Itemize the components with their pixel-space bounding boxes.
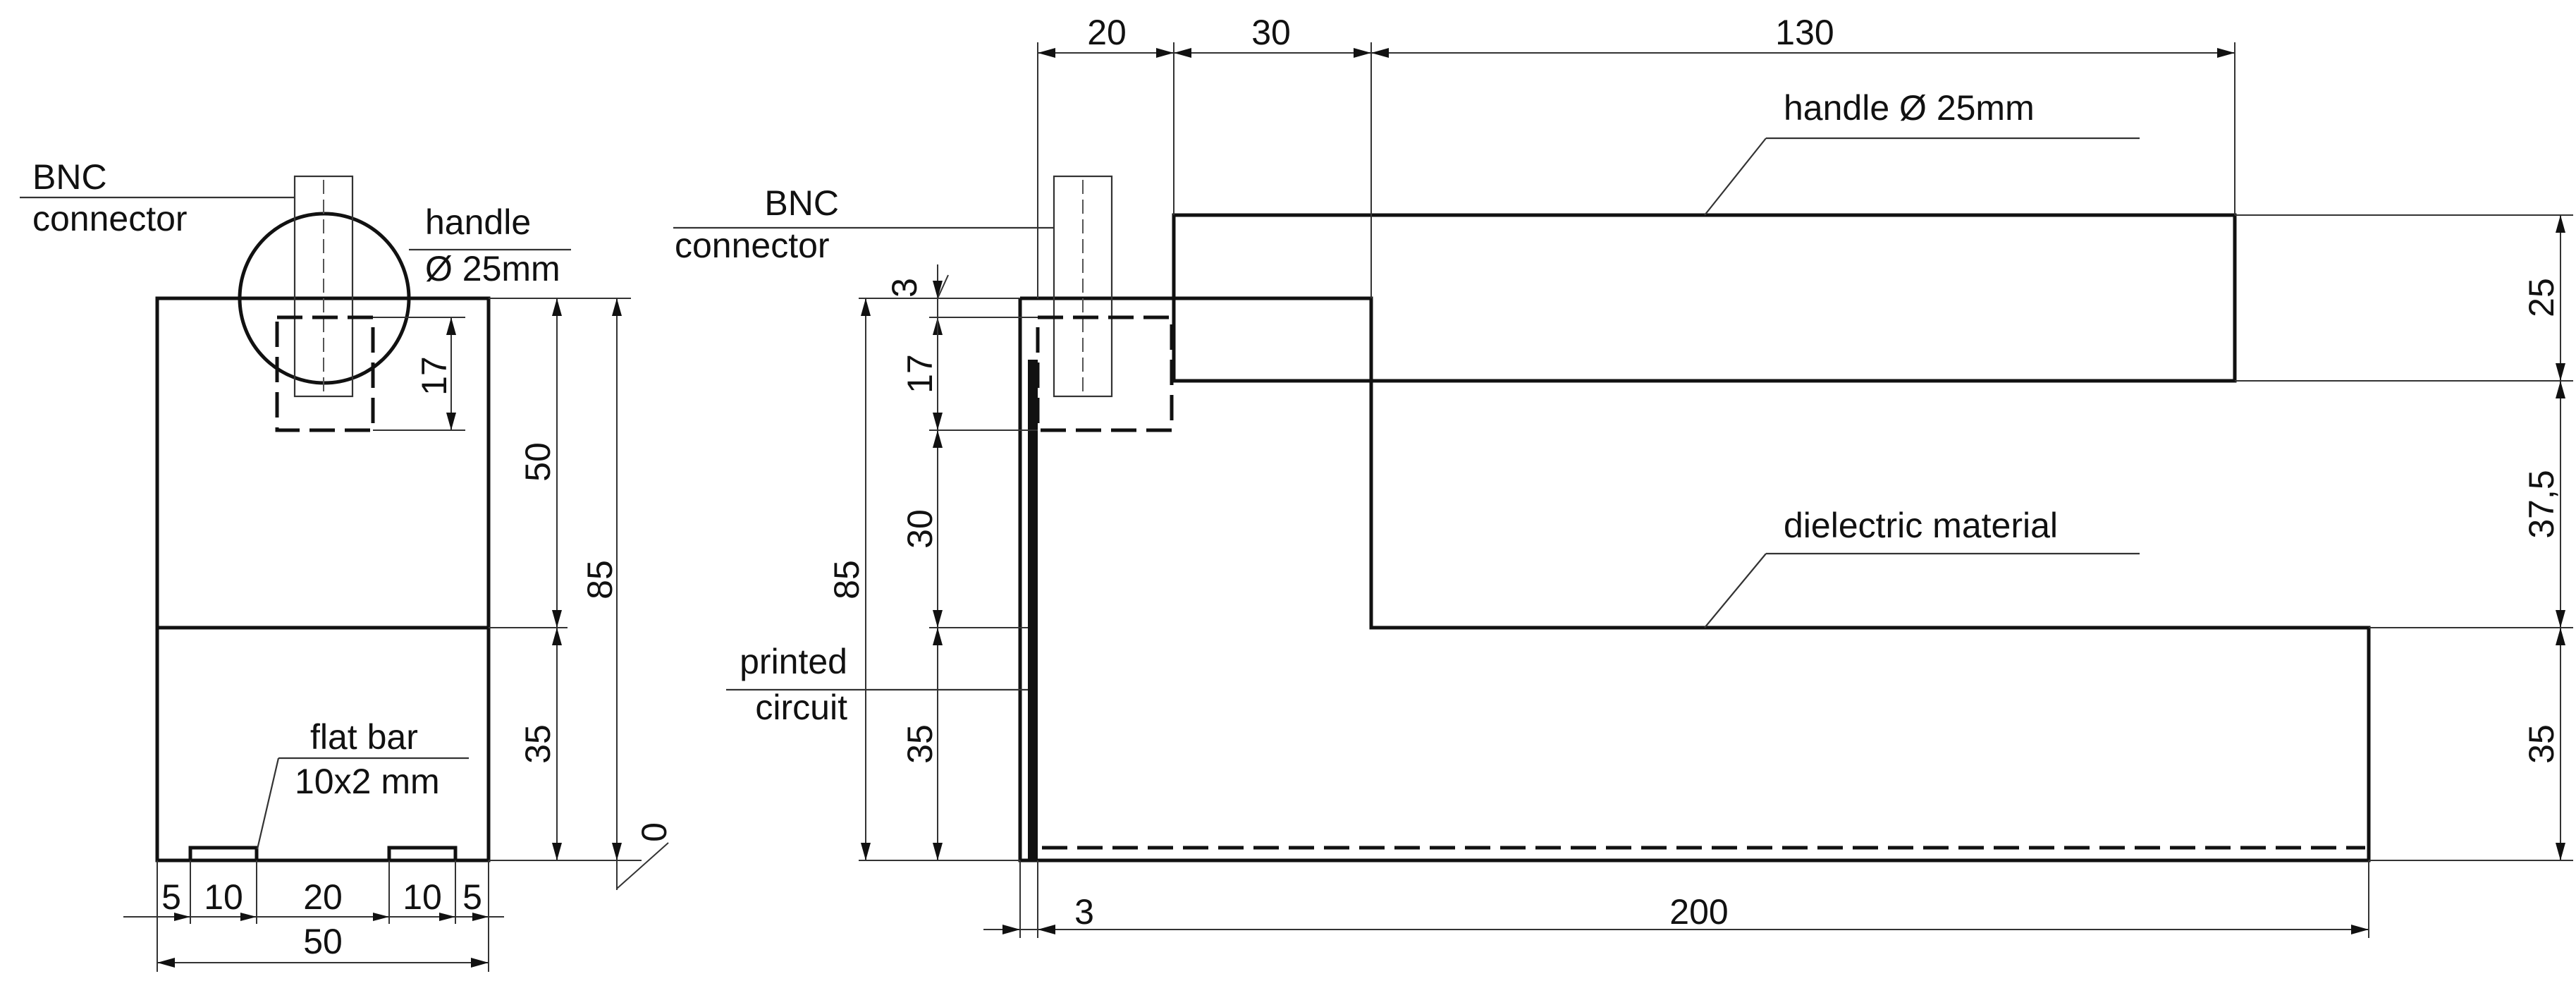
side-flat-bar-label-1: flat bar [310, 717, 418, 757]
side-dim-total-width: 50 [303, 922, 343, 961]
side-dim-17-arrow-top [446, 317, 456, 335]
front-handle-leader-diag [1704, 138, 1767, 216]
front-handle-label: handle Ø 25mm [1784, 88, 2035, 128]
front-dim-30-arrow-bottom [933, 610, 943, 628]
side-total-width-arrow-left [157, 958, 175, 968]
side-dim-17: 17 [415, 356, 454, 396]
front-view: handle Ø 25mm dielectric material BNC co… [673, 13, 2573, 938]
side-handle-label-1: handle [425, 202, 531, 242]
front-dim-30-arrow-top [933, 430, 943, 448]
front-dim-35-left: 35 [900, 724, 940, 764]
side-chain-arrow-4 [439, 913, 455, 921]
front-top-arrow-3 [1174, 48, 1191, 58]
front-pcb-label-2: circuit [755, 688, 847, 727]
side-dim-35: 35 [518, 724, 558, 764]
side-flat-bar-right [387, 846, 458, 863]
side-chain-arrow-1 [174, 913, 190, 921]
front-dim-3-bottom: 3 [1074, 892, 1094, 932]
side-handle-label-2: Ø 25mm [425, 249, 560, 288]
side-dim-85: 85 [580, 560, 620, 599]
front-dim-30: 30 [900, 509, 940, 549]
front-top-arrow-6 [2217, 48, 2235, 58]
front-top-arrow-2 [1156, 48, 1174, 58]
front-right-arrow-1 [2556, 215, 2565, 233]
front-hidden-cavity [1036, 315, 1174, 432]
front-right-arrow-4 [2556, 610, 2565, 628]
side-dim-w10-left: 10 [204, 877, 243, 917]
side-bnc-label-2: connector [32, 199, 188, 238]
front-bnc-connector [1053, 175, 1113, 398]
side-flat-bar-leader-diag [256, 757, 280, 850]
side-dim-85-arrow-top [612, 298, 622, 316]
front-dim-35-right: 35 [2522, 724, 2561, 764]
front-dim-200: 200 [1669, 892, 1728, 932]
front-handle [1172, 213, 2237, 383]
side-dim-0: 0 [634, 822, 674, 842]
front-right-arrow-3 [2556, 381, 2565, 398]
side-dim-50-arrow-top [552, 298, 562, 316]
front-dim-85-arrow-top [861, 298, 871, 316]
side-bnc-connector [293, 175, 354, 398]
side-dim-35-arrow-bottom [552, 843, 562, 860]
front-right-arrow-2 [2556, 363, 2565, 381]
front-printed-circuit [1028, 360, 1038, 860]
side-dim-50-arrow-bottom [552, 610, 562, 628]
front-dielectric-label: dielectric material [1784, 506, 2058, 545]
front-top-arrow-4 [1354, 48, 1371, 58]
side-chain-arrow-2 [240, 913, 257, 921]
front-top-arrow-1 [1038, 48, 1055, 58]
side-chain-arrow-5 [472, 913, 489, 921]
side-dim-0-leader [616, 842, 669, 889]
front-dielectric-leader-diag [1704, 553, 1767, 628]
side-chain-arrow-3 [373, 913, 389, 921]
front-dim-top-20: 20 [1087, 13, 1127, 52]
side-dim-85-arrow-bottom [612, 843, 622, 860]
front-dim-3-leader [937, 274, 949, 299]
front-dim-35-left-arrow-bottom [933, 843, 943, 860]
side-dim-w20-mid: 20 [303, 877, 343, 917]
front-dim-35-left-arrow-top [933, 628, 943, 645]
front-dim-37-5: 37,5 [2522, 470, 2561, 538]
front-bottom-arrow-1 [1002, 925, 1020, 934]
side-dim-w10-right: 10 [403, 877, 442, 917]
front-bnc-label-2: connector [675, 226, 830, 265]
front-bnc-label-1: BNC [764, 183, 839, 223]
front-pcb-label-1: printed [740, 642, 847, 681]
front-dim-25: 25 [2522, 278, 2561, 317]
side-dim-w5-left: 5 [161, 877, 181, 917]
side-view: BNC connector handle Ø 25mm flat bar 10x… [20, 157, 674, 972]
front-dim-3-arrow-a [933, 281, 943, 298]
front-dim-3-top: 3 [885, 278, 924, 298]
front-dim-top-30: 30 [1251, 13, 1291, 52]
front-dim-85: 85 [827, 560, 866, 599]
side-flat-bar-left [188, 846, 259, 863]
side-dim-17-arrow-bottom [446, 413, 456, 430]
side-total-width-arrow-right [471, 958, 489, 968]
front-right-arrow-6 [2556, 843, 2565, 860]
front-body-outline [1018, 296, 2371, 863]
side-dim-35-arrow-top [552, 628, 562, 645]
side-bnc-label-1: BNC [32, 157, 107, 197]
front-dim-85-arrow-bottom [861, 843, 871, 860]
side-hidden-cavity [275, 315, 375, 432]
front-bottom-arrow-2 [1038, 925, 1055, 934]
front-dim-top-130: 130 [1775, 13, 1834, 52]
front-dim-17: 17 [900, 354, 940, 394]
front-top-arrow-5 [1371, 48, 1389, 58]
side-dim-50: 50 [518, 442, 558, 482]
side-flat-bar-label-2: 10x2 mm [295, 762, 440, 801]
front-dim-17-arrow-bottom [933, 413, 943, 430]
front-right-arrow-5 [2556, 628, 2565, 645]
side-dim-w5-right: 5 [462, 877, 482, 917]
front-bottom-arrow-3 [2351, 925, 2369, 934]
